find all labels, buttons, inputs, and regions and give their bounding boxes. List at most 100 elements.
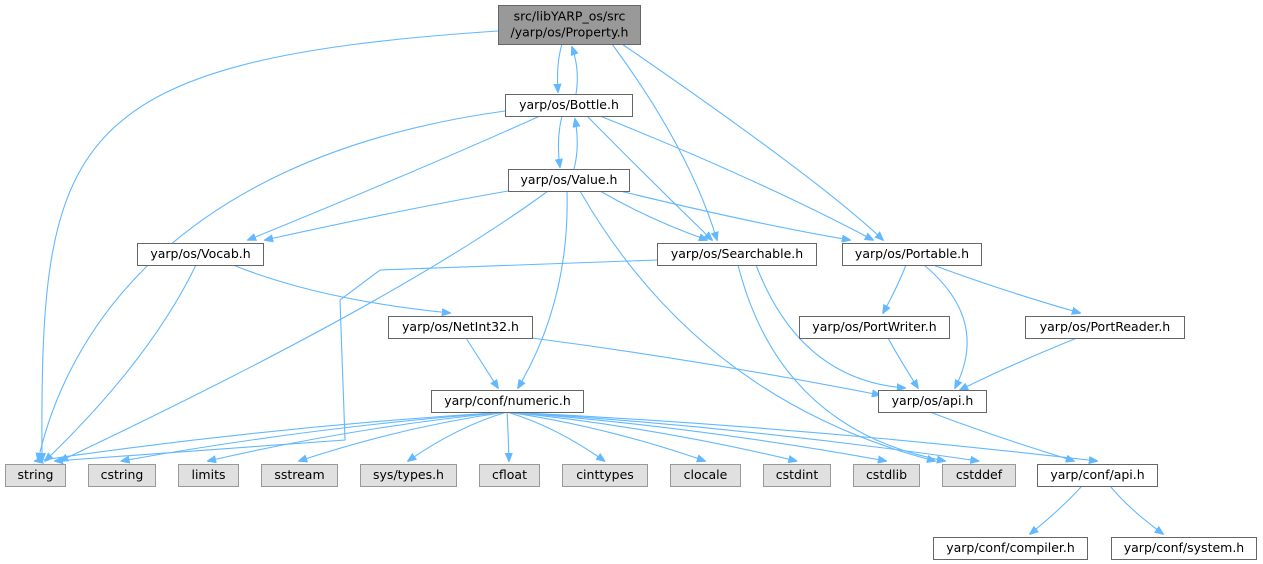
node-box-cstdlib — [853, 464, 920, 487]
edge-portable-to-portreader — [932, 264, 1080, 313]
node-cstddef: cstddef — [942, 464, 1016, 487]
edge-numeric-to-cstddef — [506, 411, 979, 461]
edge-netint32-to-osapi — [531, 337, 880, 395]
node-label-root: /yarp/os/Property.h — [511, 25, 629, 40]
node-box-confapi — [1037, 464, 1158, 487]
node-numeric[interactable]: yarp/conf/numeric.h — [431, 390, 584, 413]
edge-osapi-to-confapi — [929, 411, 1074, 461]
edge-vocab-to-netint32 — [232, 264, 450, 313]
edge-value-to-cstddef — [579, 190, 935, 461]
node-vocab[interactable]: yarp/os/Vocab.h — [137, 243, 264, 266]
edge-portable-to-portwriter — [883, 264, 907, 313]
node-label-systypes: sys/types.h — [373, 467, 444, 482]
node-label-cstdint: cstdint — [776, 467, 819, 482]
node-label-confapi: yarp/conf/api.h — [1050, 467, 1144, 482]
node-label-portable: yarp/os/Portable.h — [855, 246, 969, 261]
node-netint32[interactable]: yarp/os/NetInt32.h — [388, 316, 533, 339]
node-sstream: sstream — [261, 464, 338, 487]
node-osapi[interactable]: yarp/os/api.h — [878, 390, 987, 413]
edge-vocab-to-string — [45, 264, 197, 461]
edge-numeric-to-cinttypes — [506, 411, 605, 461]
node-cinttypes: cinttypes — [562, 464, 648, 487]
node-value[interactable]: yarp/os/Value.h — [508, 169, 630, 192]
node-box-bottle — [505, 94, 633, 117]
node-portwriter[interactable]: yarp/os/PortWriter.h — [799, 316, 950, 339]
node-cstdlib: cstdlib — [853, 464, 920, 487]
node-label-numeric: yarp/conf/numeric.h — [444, 393, 571, 408]
node-box-sstream — [261, 464, 338, 487]
node-label-cstddef: cstddef — [956, 467, 1003, 482]
edge-bottle-to-vocab — [248, 115, 541, 240]
edge-bottle-to-portable — [599, 115, 873, 240]
node-box-netint32 — [388, 316, 533, 339]
edge-numeric-to-cfloat — [507, 411, 509, 461]
edge-numeric-to-string — [35, 411, 508, 461]
node-searchable[interactable]: yarp/os/Searchable.h — [657, 243, 817, 266]
edge-numeric-to-confapi — [506, 411, 1097, 461]
edge-bottle-to-string — [38, 110, 506, 461]
edge-value-to-string — [60, 190, 549, 461]
node-label-vocab: yarp/os/Vocab.h — [150, 246, 250, 261]
node-system[interactable]: yarp/conf/system.h — [1111, 537, 1257, 560]
node-box-portwriter — [799, 316, 950, 339]
edge-netint32-to-numeric — [465, 337, 498, 388]
edge-numeric-to-cstdlib — [506, 411, 886, 461]
edge-portwriter-to-osapi — [887, 337, 918, 388]
node-portable[interactable]: yarp/os/Portable.h — [842, 243, 982, 266]
node-box-string — [5, 464, 66, 487]
node-cstdint: cstdint — [763, 464, 831, 487]
edge-root-to-string — [42, 30, 499, 461]
node-box-portable — [842, 243, 982, 266]
edge-confapi-to-system — [1109, 485, 1163, 534]
edge-confapi-to-compiler — [1030, 485, 1083, 534]
edge-numeric-to-systypes — [408, 411, 508, 461]
node-box-system — [1111, 537, 1257, 560]
edge-bottle-to-searchable — [586, 115, 712, 240]
node-root[interactable]: src/libYARP_os/src/yarp/os/Property.h — [498, 5, 641, 45]
node-label-system: yarp/conf/system.h — [1124, 540, 1244, 555]
node-label-string: string — [18, 467, 54, 482]
node-string: string — [5, 464, 66, 487]
node-box-value — [508, 169, 630, 192]
edges-layer — [35, 30, 1163, 534]
edge-root-to-bottle — [558, 43, 563, 92]
edge-numeric-to-cstdint — [506, 411, 797, 461]
edge-value-to-portable — [619, 190, 850, 240]
node-label-limits: limits — [191, 467, 225, 482]
node-confapi[interactable]: yarp/conf/api.h — [1037, 464, 1158, 487]
edge-numeric-to-cstring — [122, 411, 508, 461]
node-label-sstream: sstream — [274, 467, 324, 482]
edge-value-to-numeric — [518, 190, 568, 388]
edge-value-to-bottle — [574, 119, 577, 170]
node-bottle[interactable]: yarp/os/Bottle.h — [505, 94, 633, 117]
node-label-cfloat: cfloat — [492, 467, 527, 482]
node-box-searchable — [657, 243, 817, 266]
node-label-compiler: yarp/conf/compiler.h — [946, 540, 1075, 555]
node-box-compiler — [933, 537, 1088, 560]
edge-portable-to-osapi — [923, 264, 968, 388]
node-box-clocale — [670, 464, 741, 487]
node-label-cstdlib: cstdlib — [866, 467, 907, 482]
edge-numeric-to-clocale — [506, 411, 705, 461]
node-limits: limits — [178, 464, 239, 487]
node-compiler[interactable]: yarp/conf/compiler.h — [933, 537, 1088, 560]
edge-bottle-to-value — [558, 115, 562, 167]
node-box-root — [498, 5, 641, 45]
node-box-numeric — [431, 390, 584, 413]
node-label-portwriter: yarp/os/PortWriter.h — [812, 319, 936, 334]
edge-value-to-searchable — [599, 190, 707, 240]
node-label-root: src/libYARP_os/src — [514, 9, 626, 24]
node-box-systypes — [360, 464, 457, 487]
edge-searchable-to-string — [55, 259, 658, 461]
edge-bottle-to-root — [572, 47, 577, 95]
node-portreader[interactable]: yarp/os/PortReader.h — [1025, 316, 1185, 339]
node-label-bottle: yarp/os/Bottle.h — [519, 97, 619, 112]
edge-searchable-to-osapi — [755, 264, 905, 388]
node-box-portreader — [1025, 316, 1185, 339]
node-label-value: yarp/os/Value.h — [521, 172, 618, 187]
node-clocale: clocale — [670, 464, 741, 487]
node-box-cstddef — [942, 464, 1016, 487]
node-label-osapi: yarp/os/api.h — [892, 393, 974, 408]
node-box-cstdint — [763, 464, 831, 487]
node-box-limits — [178, 464, 239, 487]
